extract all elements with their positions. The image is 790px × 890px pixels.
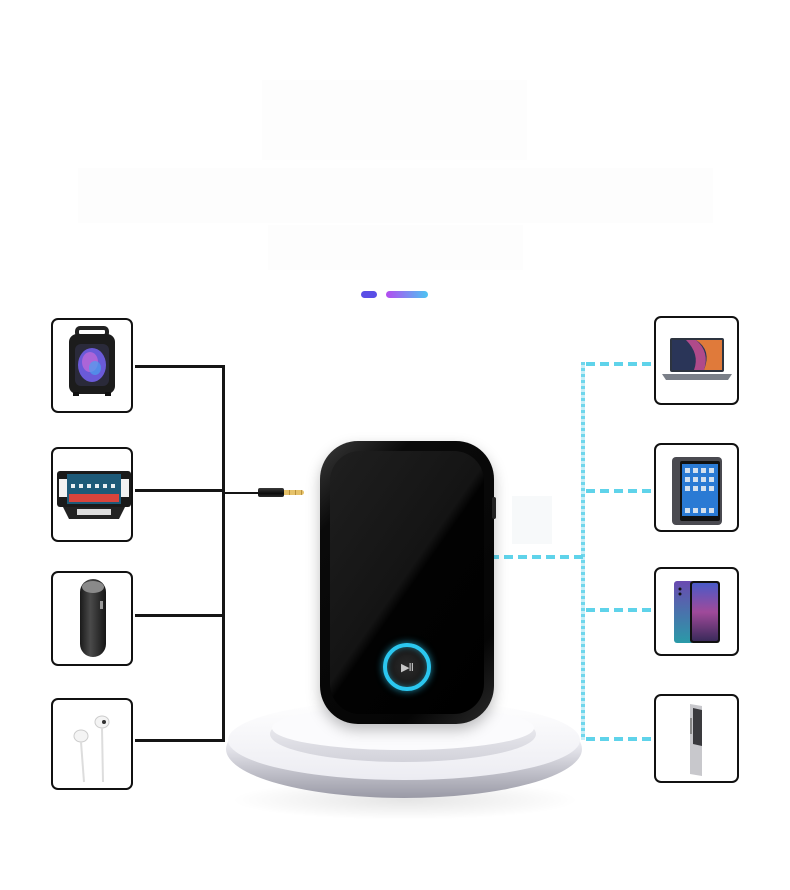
bt-link-phone (586, 608, 654, 612)
play-pause-button[interactable]: ▶II (383, 643, 431, 691)
tablet-icon (672, 457, 722, 525)
wire-cylinder (135, 614, 225, 617)
device-card-cylinder-speaker[interactable] (51, 571, 133, 666)
bluetooth-logo-placeholder (512, 496, 552, 544)
play-pause-icon: ▶II (401, 660, 414, 674)
aux-plug-tip (284, 490, 304, 495)
laptop-icon (662, 338, 732, 380)
bluetooth-transceiver[interactable]: ▶II (320, 441, 496, 724)
device-card-portable-speaker[interactable] (51, 318, 133, 413)
earphones-icon (73, 715, 110, 783)
header-title-placeholder (262, 80, 527, 160)
header-caption-placeholder (268, 225, 523, 270)
bt-link-device (490, 555, 583, 559)
smartphone-icon (674, 581, 720, 643)
pager-dot-inactive[interactable] (361, 291, 377, 298)
device-card-laptop[interactable] (654, 316, 739, 405)
device-card-earphones[interactable] (51, 698, 133, 790)
device-card-car-stereo[interactable] (51, 447, 133, 542)
wired-bus-line (222, 365, 225, 742)
device-card-smartphone[interactable] (654, 567, 739, 656)
aux-plug-icon (258, 488, 284, 497)
mp3-player-icon (690, 704, 702, 776)
device-card-tablet[interactable] (654, 443, 739, 532)
car-head-unit-icon (57, 471, 131, 519)
header-subtitle-placeholder (78, 168, 713, 223)
wireless-bus-line (581, 362, 585, 740)
bt-link-laptop (586, 362, 654, 366)
side-button[interactable] (492, 497, 496, 519)
party-speaker-icon (69, 326, 115, 396)
wire-car (135, 489, 225, 492)
pager-dot-active[interactable] (386, 291, 428, 298)
aux-cable (224, 492, 260, 494)
device-card-music-player[interactable] (654, 694, 739, 783)
wire-earphones (135, 739, 225, 742)
wire-speaker (135, 365, 225, 368)
bt-link-player (586, 737, 654, 741)
bluetooth-speaker-icon (80, 579, 106, 657)
bt-link-tablet (586, 489, 654, 493)
